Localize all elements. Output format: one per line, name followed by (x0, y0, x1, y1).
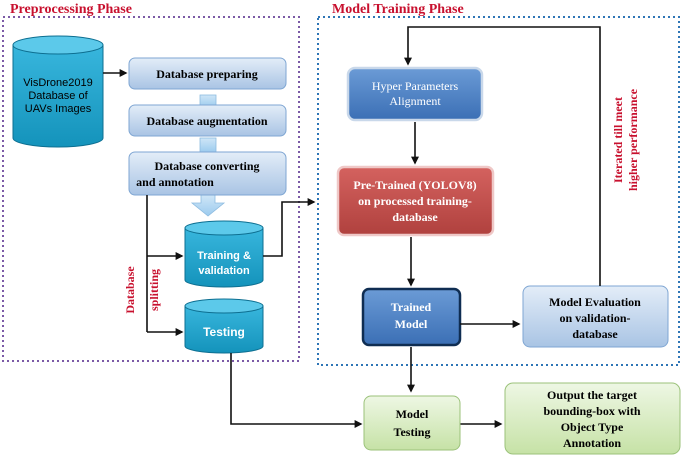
model-testing-box: Model Testing (363, 395, 461, 451)
trained-model-label-line1: Trained (391, 300, 432, 314)
arrow-training-data-to-pretrained (263, 198, 316, 257)
training-validation-label-line1: Training & (197, 250, 251, 262)
database-splitting-label-line1: Database (123, 266, 137, 314)
testing-cylinder-label: Testing (203, 325, 245, 339)
database-augmentation-box: Database augmentation (128, 104, 287, 137)
database-converting-label-line2: and annotation (136, 175, 214, 189)
pretrained-label-line2: on processed training- (358, 194, 472, 208)
hyper-parameters-box: Hyper Parameters Alignment (346, 66, 484, 122)
flow-arrow-shaft-2 (199, 137, 217, 153)
pretrained-yolov8-box: Pre-Trained (YOLOV8) on processed traini… (336, 165, 495, 237)
database-label-line1: VisDrone2019 (23, 77, 93, 89)
database-preparing-box: Database preparing (128, 57, 287, 90)
hyper-parameters-label-line2: Alignment (389, 94, 441, 108)
output-target-label-line4: Annotation (563, 436, 621, 450)
training-phase-title: Model Training Phase (332, 2, 464, 17)
flow-arrow-head (190, 194, 226, 217)
database-splitting-label-line2: splitting (147, 269, 161, 311)
training-validation-cylinder: Training & validation (184, 220, 264, 288)
database-label-line3: UAVs Images (25, 103, 92, 115)
database-augmentation-label: Database augmentation (146, 114, 267, 128)
model-evaluation-box: Model Evaluation on validation- database (522, 285, 669, 348)
model-evaluation-label-line3: database (572, 327, 618, 341)
arrow-iteration-loop (404, 26, 601, 286)
database-converting-label-line1: Database converting (155, 159, 260, 173)
model-testing-label-line2: Testing (394, 425, 431, 439)
output-target-label-line3: Object Type (561, 420, 624, 434)
output-target-box: Output the target bounding-box with Obje… (504, 382, 681, 455)
training-validation-label-line2: validation (198, 265, 250, 277)
model-evaluation-label-line2: on validation- (559, 311, 630, 325)
hyper-parameters-label-line1: Hyper Parameters (372, 79, 459, 93)
database-preparing-label: Database preparing (156, 67, 257, 81)
training-phase-frame (317, 16, 680, 366)
visdrone-database-cylinder: VisDrone2019 Database of UAVs Images (12, 35, 104, 148)
testing-cylinder: Testing (184, 298, 264, 354)
model-testing-label-line1: Model (396, 407, 429, 421)
iteration-label-line1: Iterated till meet (611, 97, 625, 183)
database-label-line2: Database of (28, 90, 88, 102)
pretrained-label-line3: database (392, 210, 438, 224)
trained-model-label-line2: Model (395, 317, 428, 331)
arrow-testing-data-to-model-testing (230, 353, 363, 428)
trained-model-box: Trained Model (361, 287, 462, 347)
iteration-label-line2: higher performance (626, 88, 640, 191)
model-evaluation-label-line1: Model Evaluation (549, 295, 641, 309)
database-converting-box: Database converting and annotation (128, 151, 287, 196)
output-target-label-line2: bounding-box with (543, 404, 640, 418)
preprocessing-phase-title: Preprocessing Phase (10, 2, 132, 17)
pretrained-label-line1: Pre-Trained (YOLOV8) (353, 178, 476, 192)
output-target-label-line1: Output the target (547, 388, 637, 402)
